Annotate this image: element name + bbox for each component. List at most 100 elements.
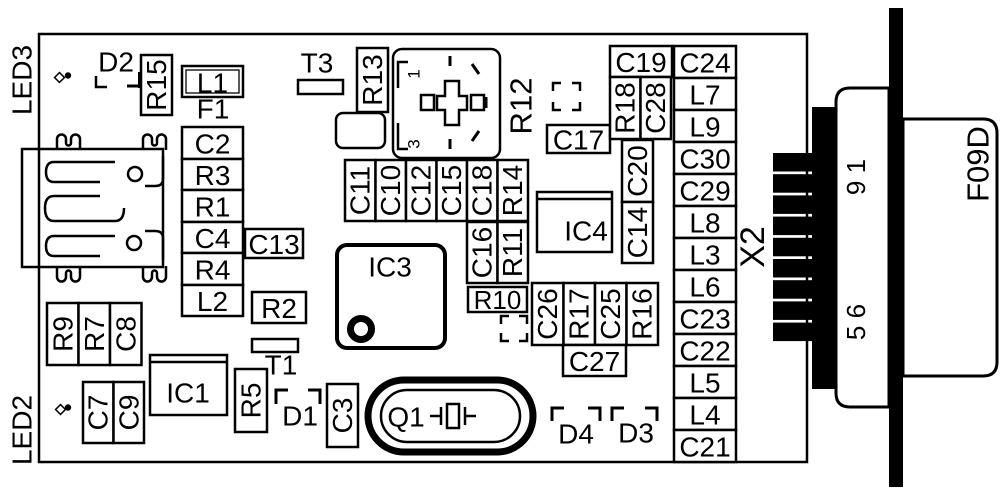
r12-wiper-left (419, 93, 436, 112)
d4-bracket-right (588, 406, 602, 421)
component-c3-label: C3 (327, 398, 358, 434)
component-c10-label: C10 (375, 165, 406, 216)
component-c9-label: C9 (114, 395, 145, 431)
component-r7-label: R7 (79, 316, 110, 352)
r12-pin1-number: 1 (405, 69, 424, 78)
component-r15 (139, 53, 174, 117)
r12-pin3-number: 3 (405, 139, 424, 148)
component-c9 (112, 380, 146, 445)
component-r5-label: R5 (236, 383, 267, 419)
led3-label: LED3 (7, 45, 38, 115)
fiducial-bottom (499, 314, 529, 343)
led2-indicator (54, 403, 72, 416)
component-c8-label: C8 (111, 316, 142, 352)
usb-tab-bottom-left (55, 266, 82, 283)
component-c12 (404, 158, 438, 223)
usb-hole-top (126, 165, 144, 183)
component-c25-label: C25 (595, 288, 626, 339)
db9-pin (773, 153, 812, 172)
usb-tab-top-left (55, 133, 82, 150)
fiducial-bottom-br (519, 333, 529, 343)
led3-dot-mark (64, 72, 72, 79)
component-r9-label: R9 (48, 316, 79, 352)
d1-bracket-right (308, 388, 322, 404)
component-d3-label: D3 (618, 418, 654, 449)
db9-pin (773, 174, 812, 193)
component-c28-label: C28 (640, 82, 671, 133)
component-c22-label: C22 (679, 336, 730, 367)
fiducial-top-tr (572, 81, 582, 91)
led2-dot-mark (64, 404, 72, 411)
component-c14-label: C14 (622, 207, 653, 258)
component-ic1 (148, 353, 229, 417)
component-c23 (672, 300, 738, 336)
db9-model-label: F09D (961, 126, 996, 202)
component-c22 (672, 332, 738, 368)
d1-bracket-left (274, 388, 288, 404)
unlabeled-component-box (334, 111, 387, 150)
component-l6-label: L6 (689, 272, 720, 303)
component-c18-label: C18 (467, 165, 498, 216)
ic3-pin1-marker (347, 315, 375, 343)
db9-connector: 9 1 5 6 F09D (773, 8, 999, 487)
db9-pins (773, 153, 812, 342)
component-c30 (672, 140, 738, 176)
led3-indicator (53, 71, 72, 84)
led3-diamond-mark (53, 71, 66, 84)
component-c2-label: C2 (195, 129, 231, 160)
component-c3 (325, 382, 360, 449)
component-c24-label: C24 (679, 48, 730, 79)
component-c14 (620, 200, 655, 265)
component-c8 (108, 301, 143, 367)
db9-pin-numbers-top: 9 1 (841, 159, 871, 195)
component-d1-label: D1 (282, 401, 318, 432)
db9-pin (773, 237, 812, 257)
r12-pin1-elbow (396, 60, 408, 88)
component-c27 (561, 343, 628, 378)
fiducial-top-bl (551, 102, 561, 112)
component-c16 (465, 220, 499, 285)
r12-pin3-elbow (396, 123, 408, 151)
usb-hook-bottom (145, 229, 165, 260)
q1-crystal-symbol (430, 402, 476, 430)
component-r16 (625, 281, 660, 347)
component-l2 (180, 283, 245, 318)
r12-adjust-cross (435, 79, 469, 127)
component-r12-trimmer: R12 1 3 (391, 47, 539, 160)
usb-spring-1 (44, 160, 115, 184)
usb-spring-3 (44, 234, 115, 258)
component-l3-label: L3 (689, 240, 720, 271)
component-l8 (672, 204, 738, 240)
component-l4 (672, 396, 738, 432)
component-ic4 (535, 190, 614, 254)
panel-bracket-bar (889, 8, 903, 487)
component-r11-label: R11 (497, 228, 528, 277)
component-c28 (639, 75, 673, 141)
r12-tick-topright (470, 63, 481, 75)
component-x2-label: X2 (734, 226, 772, 268)
component-c19 (608, 44, 674, 79)
component-c13 (243, 227, 305, 260)
r12-dial-ticks (448, 56, 488, 149)
d4-bracket-left (550, 406, 564, 421)
component-r10 (466, 285, 529, 314)
component-r14-label: R14 (497, 165, 528, 216)
component-c27-label: C27 (569, 346, 620, 377)
left-component-stack: C2 R3 R1 C4 R4 L2 (180, 125, 245, 318)
db9-housing (834, 86, 891, 409)
component-r2 (250, 290, 308, 325)
component-c13-label: C13 (248, 229, 299, 260)
component-c29-label: C29 (679, 176, 730, 207)
right-component-stack: C24 L7 L9 C30 C29 L8 L3 L6 C23 C22 L5 L4… (672, 44, 738, 464)
cap-row-c7-c9: C7 C9 (81, 380, 146, 445)
led2-label: LED2 (7, 395, 38, 465)
r12-tick-bottomright (470, 130, 481, 142)
usb-spring-2 (43, 194, 126, 223)
fiducial-bottom-bl (499, 333, 509, 343)
component-r17-label: R17 (564, 288, 595, 339)
component-c16-label: C16 (467, 227, 498, 278)
component-l1-inner (185, 69, 240, 94)
component-r5 (233, 367, 269, 434)
component-l3 (672, 236, 738, 272)
